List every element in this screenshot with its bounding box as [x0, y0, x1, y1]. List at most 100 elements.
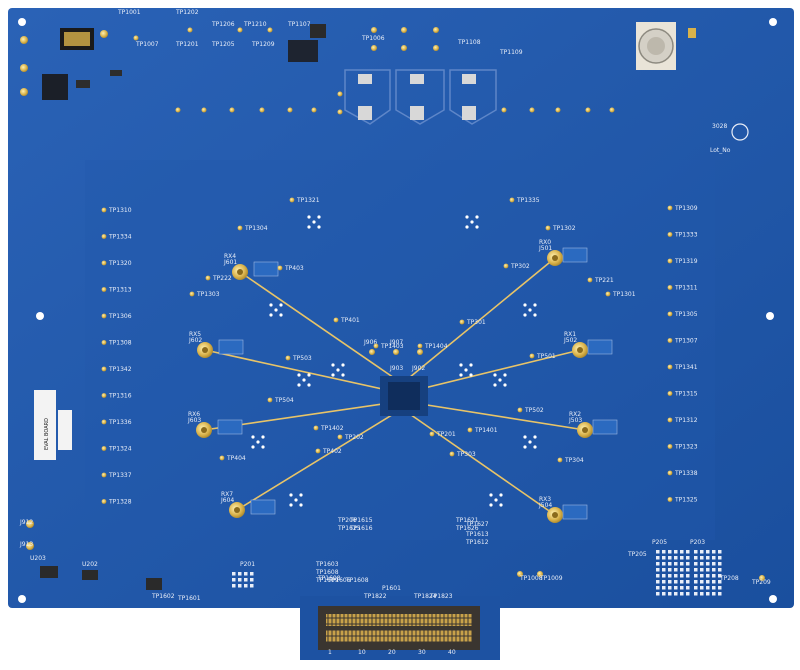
via	[261, 435, 265, 439]
rf-connector-group: RX4J601RX0J501RX5J602RX1J502RX6J603RX2J5…	[187, 239, 618, 523]
sma-chip-cluster	[562, 247, 588, 263]
inner-tp-label: TP1303	[196, 291, 220, 298]
via	[459, 363, 463, 367]
header-pin	[656, 562, 660, 566]
lot-label: Lot_No	[710, 147, 731, 154]
right-tp-label: TP1309	[674, 205, 698, 212]
bottom-tp-label: TP206	[337, 517, 357, 524]
header-pin	[244, 578, 248, 582]
header-pin	[706, 574, 710, 578]
header-pin	[686, 550, 690, 554]
bottom-right-pad-3	[537, 571, 543, 577]
bottom-right-pad-2	[517, 571, 523, 577]
left-tp-pad	[101, 287, 107, 292]
via	[498, 378, 502, 382]
right-tp-pad	[667, 364, 673, 370]
via	[251, 445, 255, 449]
right-tp-pad	[667, 205, 673, 211]
header-pin	[712, 592, 716, 596]
inner-tp-label: TP202	[344, 434, 364, 441]
header-pin	[668, 574, 672, 578]
header-pin	[250, 572, 254, 576]
top-tp-label: TP1206	[211, 21, 235, 28]
left-tp-pad	[101, 499, 107, 504]
bottom-tp-label: TP1608	[345, 577, 369, 584]
via	[523, 313, 527, 317]
sma-center-pin	[234, 507, 240, 513]
bottom-tp-label: TP1621	[455, 517, 479, 524]
sma-center-pin	[237, 269, 243, 275]
bottom-tp-label: TP1615	[349, 517, 373, 524]
top-tp-label: TP1007	[135, 41, 159, 48]
inner-tp-pad	[289, 197, 295, 203]
bottom-tp-label: TP1609	[315, 577, 339, 584]
header-pin	[700, 580, 704, 584]
header-pin	[706, 592, 710, 596]
via	[317, 215, 321, 219]
via	[317, 225, 321, 229]
inner-tp-label: TP1335	[516, 197, 540, 204]
inner-tp-pad	[373, 343, 379, 349]
left-tp-label: TP1328	[108, 499, 132, 506]
header-pin	[680, 556, 684, 560]
header-pin	[232, 572, 236, 576]
bottom-right-pad	[759, 575, 765, 581]
via	[307, 383, 311, 387]
rf-port-ref: J501	[538, 245, 552, 252]
via	[475, 225, 479, 229]
header-pin	[656, 550, 660, 554]
rf-port-ref: J602	[188, 337, 202, 344]
sma-chip-cluster	[562, 504, 588, 520]
rf-port-ref: J502	[563, 337, 577, 344]
via	[523, 435, 527, 439]
side-label-sticker-2	[58, 410, 72, 450]
top-tp-label: TP1210	[243, 21, 267, 28]
inner-tp-label: TP303	[456, 451, 476, 458]
bottom-test-point-labels: TP206TP1625TP1615TP1616TP1621TP1626TP162…	[151, 517, 647, 602]
header-pin	[662, 568, 666, 572]
inner-tp-pad	[277, 265, 283, 271]
via	[503, 373, 507, 377]
left-tp-label: TP1316	[108, 393, 132, 400]
left-tp-label: TP1310	[108, 207, 132, 214]
via	[533, 435, 537, 439]
header-pin	[694, 586, 698, 590]
left-tp-label: TP1324	[108, 446, 132, 453]
header-pin	[662, 574, 666, 578]
sma-chip-cluster	[587, 339, 613, 355]
bottom-tp-label: TP1627	[465, 521, 489, 528]
header-pin	[712, 556, 716, 560]
rf-port-name: RX1	[564, 331, 576, 338]
inner-tp-label: TP503	[292, 355, 312, 362]
header-pin	[712, 568, 716, 572]
bottom-ref-label: U203	[30, 555, 46, 562]
left-tp-pad	[101, 419, 107, 425]
via	[289, 493, 293, 497]
header-pin	[700, 592, 704, 596]
header-pin	[238, 578, 242, 582]
header-pin	[718, 562, 722, 566]
inner-tp-label: TP501	[536, 353, 556, 360]
header-pin	[662, 556, 666, 560]
via	[493, 383, 497, 387]
bottom-tp-label: TP1616	[349, 525, 373, 532]
sma-center-pin	[552, 512, 558, 518]
rf-port-name: RX6	[188, 411, 200, 418]
center-ref-labels: J906 J907 J903 J902	[363, 339, 425, 372]
left-tp-pad	[101, 313, 107, 319]
right-tp-pad	[667, 444, 673, 449]
bottom-tp-label: TP1612	[465, 539, 489, 546]
via	[256, 440, 260, 444]
right-tp-pad	[667, 497, 673, 502]
bottom-ref-label: P203	[690, 539, 705, 546]
via	[528, 308, 532, 312]
via	[307, 225, 311, 229]
header-pin	[706, 556, 710, 560]
header-pin	[674, 562, 678, 566]
via	[475, 215, 479, 219]
right-tp-label: TP1305	[674, 311, 698, 318]
inner-tp-label: TP403	[284, 265, 304, 272]
cert-logo	[731, 123, 749, 141]
header-pin	[244, 584, 248, 588]
